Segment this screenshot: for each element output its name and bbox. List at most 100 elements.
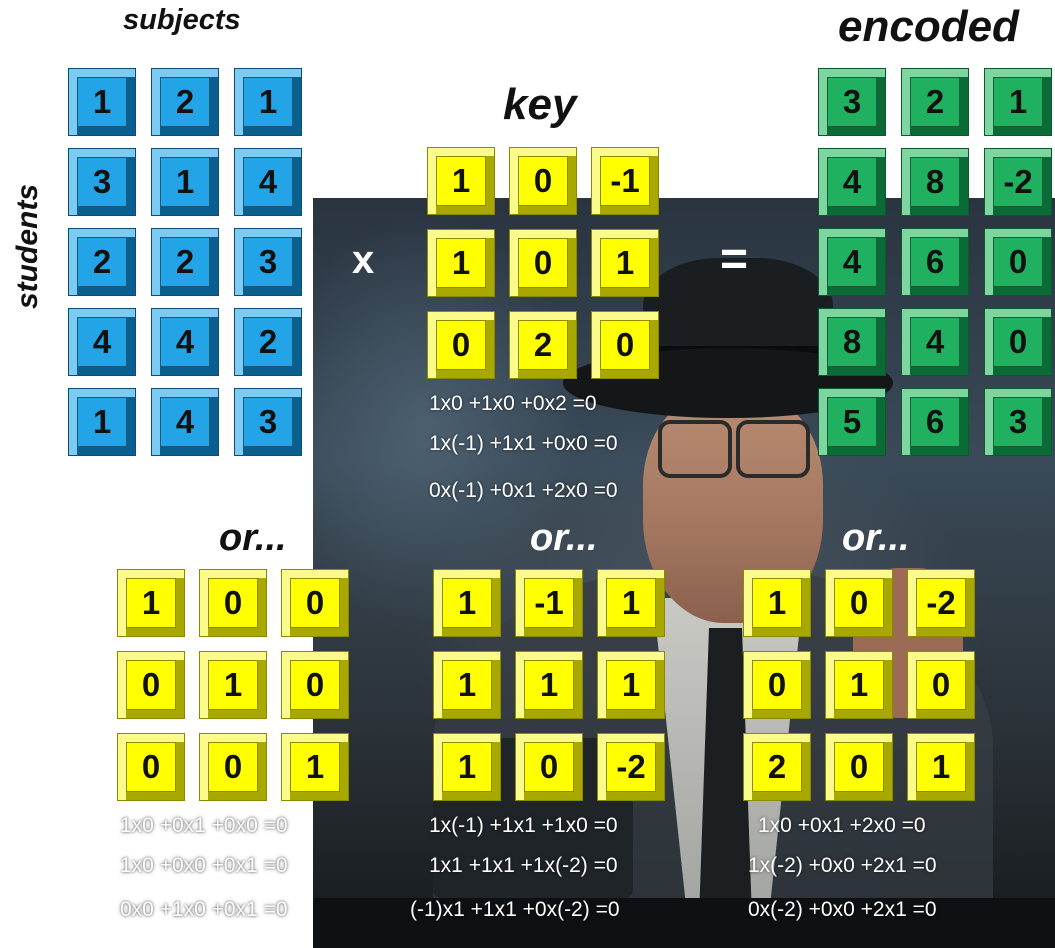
- key-matrix-value: 1: [600, 238, 650, 288]
- alt-key-2-matrix-cell: 1: [433, 733, 501, 801]
- or-label-1: or...: [219, 517, 287, 559]
- students-matrix-cell: 2: [151, 68, 219, 136]
- encoded-matrix-cell: 6: [901, 388, 969, 456]
- students-matrix-cell: 2: [151, 228, 219, 296]
- key-matrix-cell: 1: [427, 147, 495, 215]
- key-matrix-cell: 2: [509, 311, 577, 379]
- alt-key-2-matrix-cell: 1: [433, 569, 501, 637]
- alt-key-3-matrix-cell: 0: [825, 733, 893, 801]
- alt1-calc-line-2: 1x0 +0x0 +0x1 =0: [120, 854, 288, 877]
- alt-key-1-matrix-value: 1: [208, 660, 258, 710]
- alt-key-2-matrix-cell: 1: [597, 651, 665, 719]
- key-matrix-value: 0: [518, 156, 568, 206]
- students-matrix-value: 1: [77, 397, 127, 447]
- encoded-matrix-cell: 0: [984, 308, 1052, 376]
- key-calc-line-3: 0x(-1) +0x1 +2x0 =0: [429, 479, 618, 502]
- encoded-matrix-value: 4: [910, 317, 960, 367]
- alt-key-1-matrix-value: 0: [126, 660, 176, 710]
- key-matrix-value: 2: [518, 320, 568, 370]
- alt-key-3-matrix-value: 1: [916, 742, 966, 792]
- encoded-matrix-cell: -2: [984, 148, 1052, 216]
- key-matrix-value: 0: [518, 238, 568, 288]
- students-matrix-cell: 3: [234, 228, 302, 296]
- encoded-matrix-value: 0: [993, 317, 1043, 367]
- encoded-matrix-value: 8: [827, 317, 877, 367]
- alt-key-2-matrix-value: 1: [606, 578, 656, 628]
- key-matrix-value: -1: [600, 156, 650, 206]
- encoded-matrix-value: 2: [910, 77, 960, 127]
- alt-key-1-matrix-cell: 0: [199, 733, 267, 801]
- students-matrix-cell: 3: [68, 148, 136, 216]
- alt-key-1-matrix-value: 1: [290, 742, 340, 792]
- students-matrix-value: 4: [160, 317, 210, 367]
- encoded-matrix-cell: 1: [984, 68, 1052, 136]
- encoded-matrix-value: 1: [993, 77, 1043, 127]
- key-matrix-cell: 1: [427, 229, 495, 297]
- encoded-matrix-cell: 0: [984, 228, 1052, 296]
- alt-key-3-matrix-value: 0: [834, 742, 884, 792]
- key-matrix-cell: 0: [509, 147, 577, 215]
- or-label-2: or...: [530, 517, 598, 559]
- alt-key-2-matrix-cell: 1: [597, 569, 665, 637]
- students-matrix-cell: 4: [151, 388, 219, 456]
- alt-key-3-matrix-value: 2: [752, 742, 802, 792]
- encoded-matrix-value: 6: [910, 397, 960, 447]
- alt-key-3-matrix-value: 0: [916, 660, 966, 710]
- alt-key-3-matrix-value: 1: [834, 660, 884, 710]
- equals-operator: =: [720, 233, 749, 286]
- alt-key-3-matrix-value: 0: [752, 660, 802, 710]
- students-matrix-cell: 3: [234, 388, 302, 456]
- times-operator: x: [352, 238, 375, 282]
- encoded-matrix-value: 8: [910, 157, 960, 207]
- key-calc-line-1: 1x0 +1x0 +0x2 =0: [429, 392, 597, 415]
- students-matrix-cell: 1: [68, 388, 136, 456]
- encoded-matrix-cell: 3: [984, 388, 1052, 456]
- encoded-matrix-value: -2: [993, 157, 1043, 207]
- alt-key-2-matrix-value: 1: [524, 660, 574, 710]
- key-label: key: [503, 80, 577, 129]
- encoded-matrix-cell: 4: [818, 148, 886, 216]
- students-matrix-value: 4: [77, 317, 127, 367]
- alt-key-2-matrix-value: -1: [524, 578, 574, 628]
- students-matrix-value: 4: [243, 157, 293, 207]
- encoded-matrix-cell: 8: [901, 148, 969, 216]
- alt-key-1-matrix-cell: 1: [281, 733, 349, 801]
- alt-key-1-matrix-value: 0: [208, 742, 258, 792]
- encoded-matrix-cell: 3: [818, 68, 886, 136]
- alt-key-1-matrix-cell: 0: [199, 569, 267, 637]
- alt-key-1-matrix-value: 0: [290, 578, 340, 628]
- alt-key-2-matrix-value: 1: [606, 660, 656, 710]
- key-matrix-cell: 0: [591, 311, 659, 379]
- students-matrix-cell: 2: [68, 228, 136, 296]
- students-matrix-cell: 4: [151, 308, 219, 376]
- encoded-matrix-cell: 5: [818, 388, 886, 456]
- alt-key-1-matrix-cell: 0: [281, 569, 349, 637]
- alt3-calc-line-1: 1x0 +0x1 +2x0 =0: [758, 814, 926, 837]
- or-label-3: or...: [842, 517, 910, 559]
- key-calc-line-2: 1x(-1) +1x1 +0x0 =0: [429, 432, 618, 455]
- alt-key-3-matrix-value: 0: [834, 578, 884, 628]
- alt-key-3-matrix-cell: 1: [743, 569, 811, 637]
- alt-key-2-matrix-cell: 1: [515, 651, 583, 719]
- students-matrix-cell: 1: [68, 68, 136, 136]
- alt1-calc-line-1: 1x0 +0x1 +0x0 =0: [120, 814, 288, 837]
- students-matrix-cell: 4: [234, 148, 302, 216]
- key-matrix-value: 0: [600, 320, 650, 370]
- alt2-calc-line-3: (-1)x1 +1x1 +0x(-2) =0: [410, 898, 620, 921]
- alt-key-1-matrix-cell: 1: [117, 569, 185, 637]
- students-matrix-value: 2: [160, 77, 210, 127]
- alt-key-2-matrix-cell: -2: [597, 733, 665, 801]
- key-matrix-value: 1: [436, 156, 486, 206]
- alt-key-3-matrix-value: -2: [916, 578, 966, 628]
- alt-key-1-matrix-cell: 0: [117, 651, 185, 719]
- encoded-matrix-cell: 4: [901, 308, 969, 376]
- alt-key-1-matrix-cell: 1: [199, 651, 267, 719]
- alt-key-1-matrix-cell: 0: [117, 733, 185, 801]
- alt-key-3-matrix-cell: 0: [743, 651, 811, 719]
- key-matrix-cell: 0: [427, 311, 495, 379]
- students-matrix-value: 4: [160, 397, 210, 447]
- students-matrix-value: 2: [77, 237, 127, 287]
- alt-key-1-matrix-value: 0: [208, 578, 258, 628]
- alt2-calc-line-1: 1x(-1) +1x1 +1x0 =0: [429, 814, 618, 837]
- students-matrix-cell: 4: [68, 308, 136, 376]
